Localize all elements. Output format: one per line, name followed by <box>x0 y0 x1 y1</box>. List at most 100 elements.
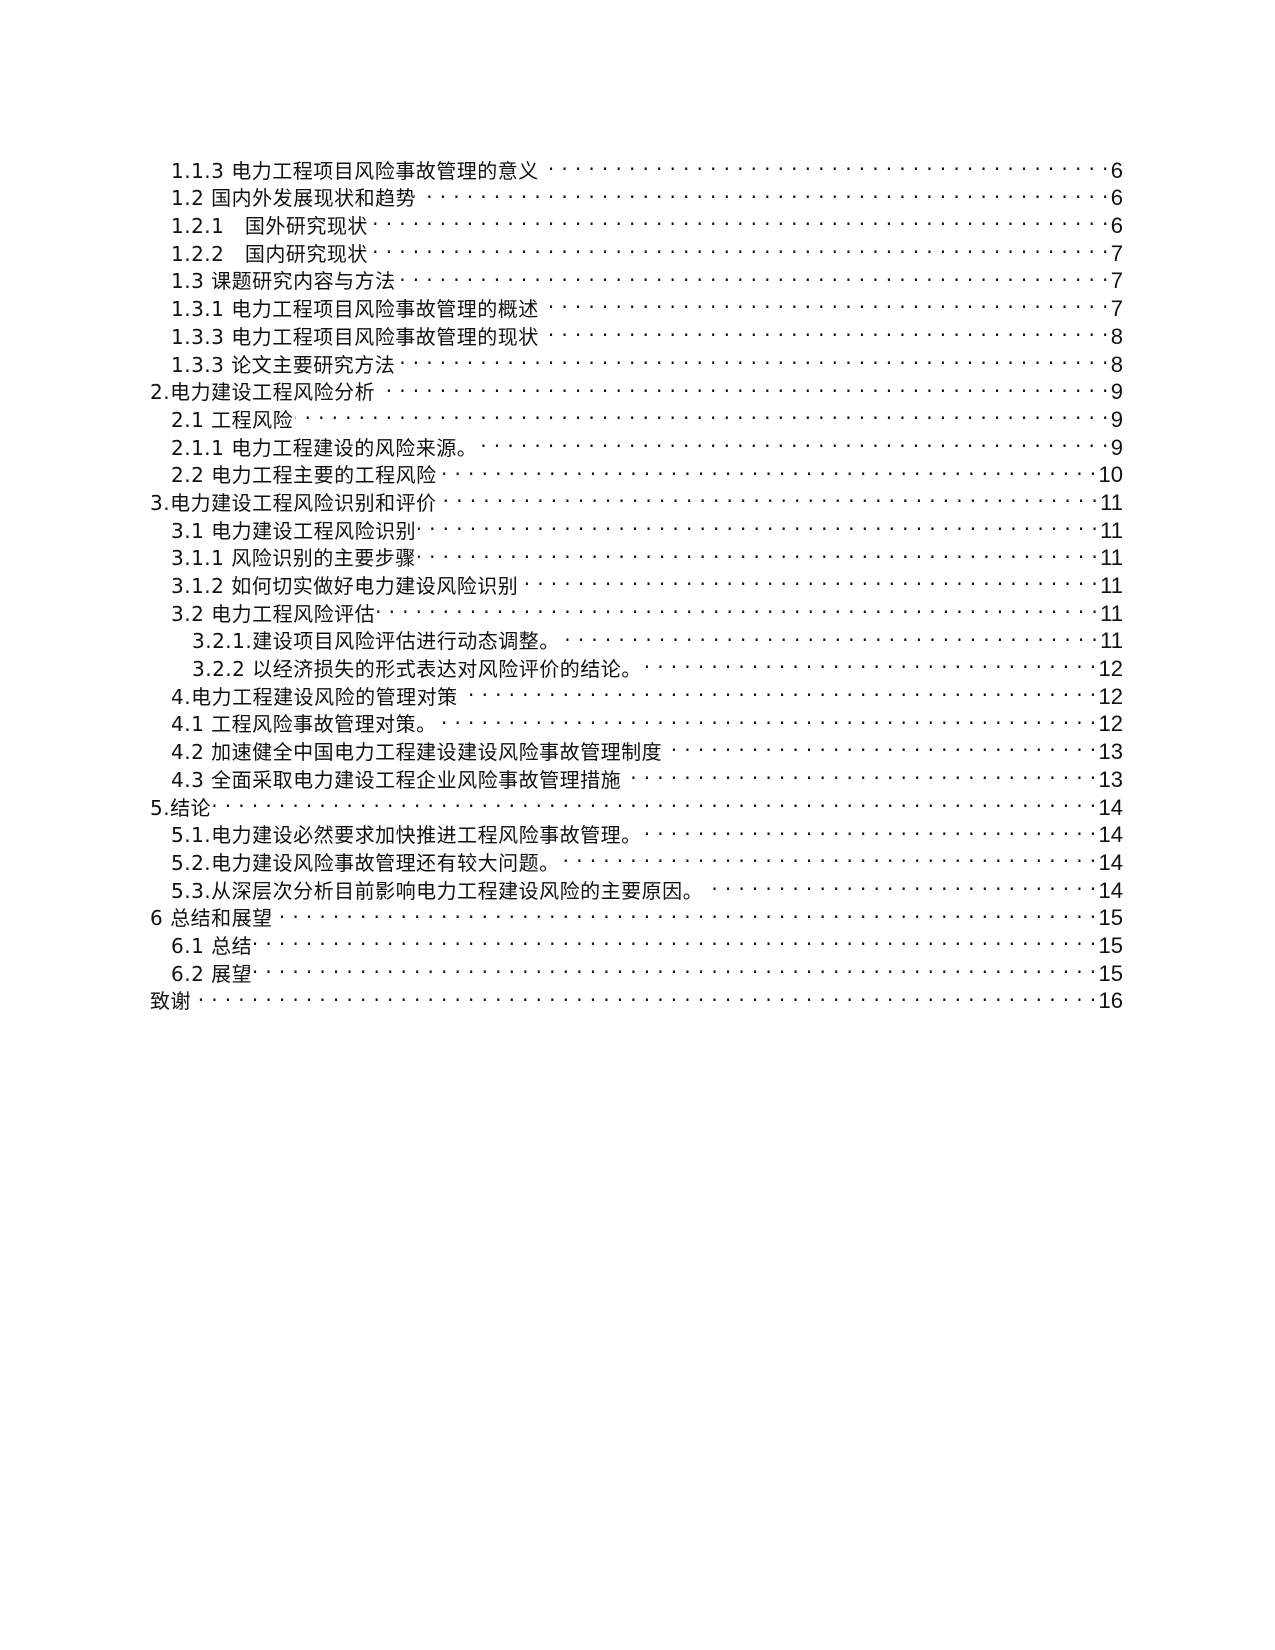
dot-leader <box>397 344 1109 372</box>
toc-entry[interactable]: 3.2 电力工程风险评估 11 <box>150 593 1123 626</box>
table-of-contents: 1.1.3 电力工程项目风险事故管理的意义 6 1.2 国内外发展现状和趋势 6… <box>150 150 1123 1014</box>
toc-entry-title: 5.结论 <box>150 795 212 820</box>
toc-entry[interactable]: 1.3.3 论文主要研究方法 8 <box>150 344 1123 377</box>
toc-entry[interactable]: 4.电力工程建设风险的管理对策 12 <box>150 676 1123 709</box>
toc-entry-title: 1.2.2 国内研究现状 <box>171 241 368 266</box>
toc-entry[interactable]: 1.2.1 国外研究现状 6 <box>150 205 1123 238</box>
toc-entry-page: 14 <box>1098 794 1123 820</box>
toc-entry-page: 14 <box>1098 849 1123 875</box>
dot-leader <box>562 621 1098 649</box>
dot-leader <box>460 676 1097 704</box>
dot-leader <box>377 593 1098 621</box>
toc-entry-title: 3.电力建设工程风险识别和评价 <box>150 490 437 515</box>
toc-entry[interactable]: 5.1.电力建设必然要求加快推进工程风险事故管理。 14 <box>150 815 1123 848</box>
toc-entry-page: 12 <box>1098 656 1123 682</box>
toc-entry-page: 8 <box>1110 351 1123 377</box>
dot-leader <box>664 731 1096 759</box>
toc-entry[interactable]: 1.3 课题研究内容与方法 7 <box>150 261 1123 294</box>
toc-entry-title: 6 总结和展望 <box>150 906 273 931</box>
toc-entry[interactable]: 1.2.2 国内研究现状 7 <box>150 233 1123 266</box>
toc-entry[interactable]: 2.2 电力工程主要的工程风险 10 <box>150 455 1123 488</box>
dot-leader <box>254 925 1096 953</box>
dot-leader <box>705 870 1096 898</box>
dot-leader <box>439 704 1097 732</box>
toc-entry-title: 3.2.1.建设项目风险评估进行动态调整。 <box>192 629 560 654</box>
dot-leader <box>644 815 1097 843</box>
toc-entry[interactable]: 5.结论 14 <box>150 787 1123 820</box>
toc-entry-title: 1.2.1 国外研究现状 <box>171 214 368 239</box>
toc-entry-page: 9 <box>1110 379 1123 405</box>
toc-entry-page: 15 <box>1098 960 1123 986</box>
dot-leader <box>370 233 1109 261</box>
toc-entry-title: 2.1.1 电力工程建设的风险来源。 <box>171 435 478 460</box>
toc-entry-page: 14 <box>1098 877 1123 903</box>
dot-leader <box>439 482 1099 510</box>
toc-entry-page: 14 <box>1098 822 1123 848</box>
toc-entry[interactable]: 1.1.3 电力工程项目风险事故管理的意义 6 <box>150 150 1123 183</box>
dot-leader <box>418 178 1109 206</box>
toc-entry-title: 3.1 电力建设工程风险识别 <box>171 518 417 543</box>
toc-entry-title: 1.3 课题研究内容与方法 <box>171 269 396 294</box>
toc-entry-page: 11 <box>1100 600 1123 626</box>
toc-entry-page: 6 <box>1110 157 1123 183</box>
toc-entry-title: 3.2 电力工程风险评估 <box>171 601 376 626</box>
toc-entry[interactable]: 3.1 电力建设工程风险识别 11 <box>150 510 1123 543</box>
toc-entry[interactable]: 致谢 16 <box>150 981 1123 1014</box>
toc-entry[interactable]: 1.3.3 电力工程项目风险事故管理的现状 8 <box>150 316 1123 349</box>
toc-entry-title: 6.1 总结 <box>171 933 253 958</box>
dot-leader <box>479 427 1109 455</box>
dot-leader <box>213 787 1096 815</box>
toc-entry-page: 8 <box>1110 323 1123 349</box>
toc-entry-page: 10 <box>1098 462 1123 488</box>
toc-entry[interactable]: 2.1.1 电力工程建设的风险来源。 9 <box>150 427 1123 460</box>
toc-entry-page: 7 <box>1110 268 1123 294</box>
toc-entry-page: 9 <box>1110 434 1123 460</box>
toc-entry-page: 15 <box>1098 905 1123 931</box>
toc-entry-title: 1.3.1 电力工程项目风险事故管理的概述 <box>171 297 539 322</box>
toc-entry[interactable]: 4.1 工程风险事故管理对策。 12 <box>150 704 1123 737</box>
toc-entry[interactable]: 6 总结和展望 15 <box>150 898 1123 931</box>
toc-entry[interactable]: 2.1 工程风险 9 <box>150 399 1123 432</box>
dot-leader <box>370 205 1109 233</box>
dot-leader <box>623 759 1096 787</box>
toc-entry-page: 13 <box>1098 739 1123 765</box>
dot-leader <box>418 510 1098 538</box>
dot-leader <box>541 150 1109 178</box>
toc-entry[interactable]: 6.2 展望 15 <box>150 953 1123 986</box>
toc-entry[interactable]: 3.1.1 风险识别的主要步骤 11 <box>150 538 1123 571</box>
toc-entry-page: 11 <box>1100 517 1123 543</box>
toc-entry[interactable]: 1.2 国内外发展现状和趋势 6 <box>150 178 1123 211</box>
dot-leader <box>562 842 1097 870</box>
toc-entry[interactable]: 5.2.电力建设风险事故管理还有较大问题。 14 <box>150 842 1123 875</box>
toc-entry-title: 3.1.1 风险识别的主要步骤 <box>171 546 416 571</box>
dot-leader <box>275 898 1097 926</box>
toc-entry-page: 7 <box>1110 296 1123 322</box>
toc-entry-page: 11 <box>1100 545 1123 571</box>
toc-entry[interactable]: 1.3.1 电力工程项目风险事故管理的概述 7 <box>150 288 1123 321</box>
toc-entry-title: 4.1 工程风险事故管理对策。 <box>171 712 437 737</box>
toc-entry-page: 11 <box>1100 573 1123 598</box>
toc-entry-page: 12 <box>1098 683 1123 709</box>
dot-leader <box>418 538 1098 566</box>
dot-leader <box>520 565 1098 593</box>
toc-entry-page: 15 <box>1098 932 1123 958</box>
toc-entry[interactable]: 3.电力建设工程风险识别和评价 11 <box>150 482 1123 515</box>
dot-leader <box>377 372 1109 400</box>
toc-entry-title: 2.1 工程风险 <box>171 407 294 432</box>
toc-entry[interactable]: 3.2.2 以经济损失的形式表达对风险评价的结论。 12 <box>150 648 1123 681</box>
toc-entry-page: 6 <box>1110 213 1123 239</box>
toc-entry-title: 4.电力工程建设风险的管理对策 <box>171 684 458 709</box>
toc-entry-title: 4.2 加速健全中国电力工程建设建设风险事故管理制度 <box>171 740 663 765</box>
dot-leader <box>295 399 1109 427</box>
dot-leader <box>541 288 1109 316</box>
dot-leader <box>193 981 1097 1009</box>
dot-leader <box>439 455 1097 483</box>
toc-entry[interactable]: 6.1 总结 15 <box>150 925 1123 958</box>
toc-entry-title: 5.2.电力建设风险事故管理还有较大问题。 <box>171 850 560 875</box>
toc-entry-title: 2.2 电力工程主要的工程风险 <box>171 463 437 488</box>
toc-entry-page: 12 <box>1098 711 1123 737</box>
toc-entry-title: 1.3.3 论文主要研究方法 <box>171 352 396 377</box>
toc-entry[interactable]: 4.2 加速健全中国电力工程建设建设风险事故管理制度 13 <box>150 731 1123 764</box>
toc-entry[interactable]: 3.2.1.建设项目风险评估进行动态调整。 11 <box>150 621 1123 654</box>
toc-entry-page: 6 <box>1110 185 1123 211</box>
